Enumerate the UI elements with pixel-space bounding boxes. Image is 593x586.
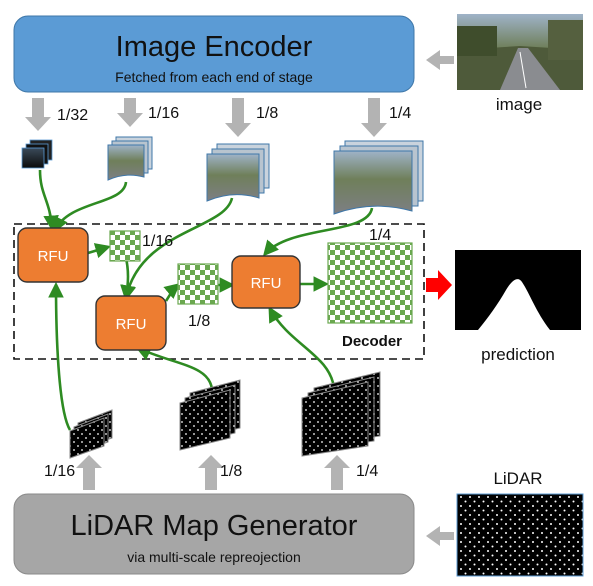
lidar-input-dots [456, 493, 584, 577]
feature-map-1-8 [206, 143, 270, 202]
prediction-label: prediction [481, 345, 555, 364]
rfu-label-1: RFU [38, 248, 69, 265]
sparse-depth-1-16 [69, 409, 113, 459]
feature-scale-1-16: 1/16 [142, 233, 173, 250]
lidar-scale-1-4: 1/4 [356, 463, 378, 480]
prediction-mask [455, 250, 581, 330]
flow-connectors [38, 169, 374, 431]
lidar-scale-1-16: 1/16 [44, 463, 75, 480]
lidar-to-generator-arrow [426, 526, 454, 546]
lidar-scale-arrows [76, 455, 350, 490]
sparse-depth-1-4 [301, 371, 381, 457]
image-label: image [496, 95, 542, 114]
lidar-map-generator-box [13, 493, 415, 575]
rfu-block-3: RFU [231, 255, 301, 309]
output-arrow [426, 270, 452, 300]
sparse-depth-1-8 [179, 379, 241, 451]
lidar-label: LiDAR [493, 469, 542, 488]
image-to-encoder-arrow [426, 50, 454, 70]
encoder-scale-arrows [25, 98, 387, 137]
encoder-scale-1-32: 1/32 [57, 107, 88, 124]
rfu-label-3: RFU [251, 275, 282, 292]
feature-map-1-4 [333, 140, 424, 215]
image-encoder-box [13, 15, 415, 93]
rfu-block-2: RFU [95, 295, 167, 351]
encoder-scale-1-8: 1/8 [256, 105, 278, 122]
feature-map-1-32 [21, 139, 53, 169]
encoder-scale-1-16: 1/16 [148, 105, 179, 122]
feature-scale-1-4: 1/4 [369, 227, 391, 244]
encoder-scale-1-4: 1/4 [389, 105, 411, 122]
generator-title: LiDAR Map Generator [71, 510, 358, 542]
decoder-label: Decoder [342, 333, 402, 350]
feature-map-1-16 [107, 136, 153, 181]
input-image-thumbnail [457, 14, 583, 90]
rfu-label-2: RFU [116, 316, 147, 333]
generator-subtitle: via multi-scale repreojection [127, 549, 301, 565]
checkerboard-feature-1-4 [327, 242, 413, 324]
encoder-subtitle: Fetched from each end of stage [115, 69, 313, 85]
checkerboard-feature-1-16 [109, 230, 141, 262]
encoder-title: Image Encoder [116, 31, 313, 63]
checkerboard-feature-1-8 [177, 263, 219, 305]
rfu-block-1: RFU [17, 227, 89, 283]
lidar-scale-1-8: 1/8 [220, 463, 242, 480]
feature-scale-1-8: 1/8 [188, 313, 210, 330]
